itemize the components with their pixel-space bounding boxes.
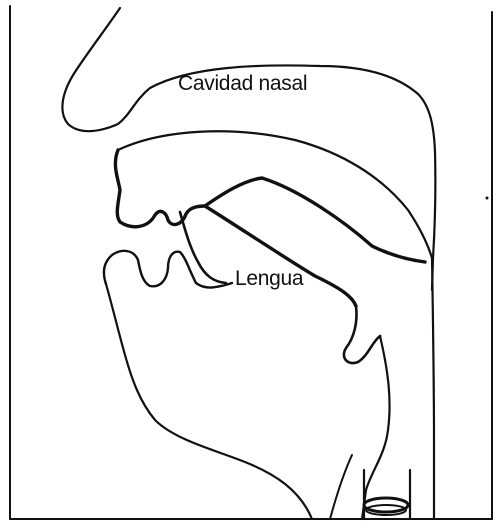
lower-lip-teeth <box>104 251 232 288</box>
tongue-tip <box>180 212 226 283</box>
upper-lip-teeth <box>115 150 205 227</box>
pharynx-back-wall <box>432 258 434 519</box>
larynx-front-wall <box>362 336 390 519</box>
stray-dot <box>486 197 489 200</box>
label-nasal-cavity: Cavidad nasal <box>178 72 307 96</box>
tongue-dorsum <box>205 178 425 262</box>
neck-front <box>330 455 352 519</box>
palate-shelf <box>118 131 432 258</box>
epiglottis <box>344 306 380 363</box>
label-tongue: Lengua <box>235 267 303 291</box>
chin-jaw <box>106 284 312 519</box>
tongue-root <box>205 206 356 306</box>
